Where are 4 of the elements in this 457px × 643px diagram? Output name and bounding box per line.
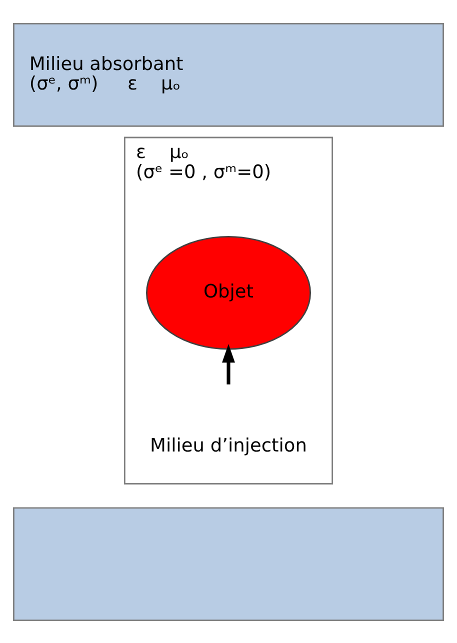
node-box: Milieu absorbant (σᵉ, σᵐ) ε μₒ bbox=[13, 22, 444, 126]
node-ellipse: Objet bbox=[146, 235, 311, 350]
node-box bbox=[13, 506, 444, 621]
arrow bbox=[222, 344, 235, 384]
